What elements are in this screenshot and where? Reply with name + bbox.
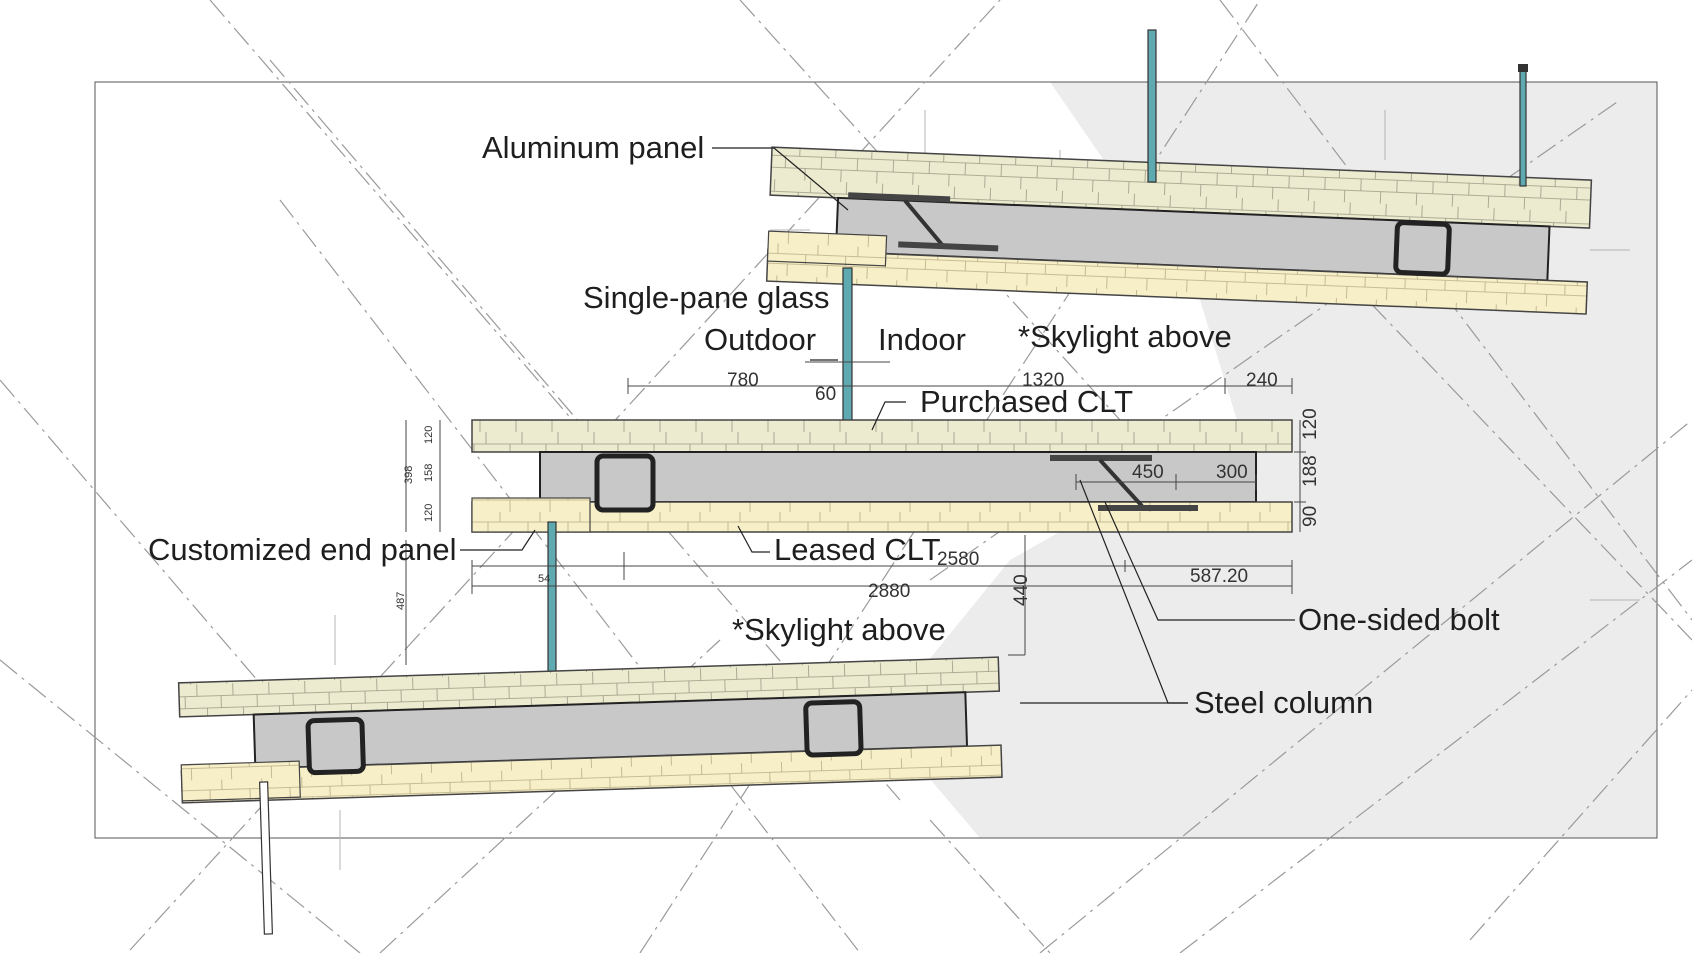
middle-unit [471, 419, 1293, 673]
dim-60: 60 [815, 384, 836, 405]
middle-unit-end-panel [471, 497, 591, 533]
label-one-sided-bolt: One-sided bolt [1298, 602, 1500, 637]
bottom-unit [177, 656, 1003, 804]
bottom-unit-steel-column-2 [803, 699, 864, 758]
top-unit-steel-column [1393, 220, 1452, 277]
middle-unit-steel-column [594, 453, 656, 513]
label-indoor: Indoor [878, 322, 966, 357]
dim-398: 398 [403, 466, 415, 484]
label-skylight-above-2: *Skylight above [732, 612, 946, 647]
top-unit-end-panel [766, 230, 888, 267]
dim-120-left-top: 120 [423, 426, 435, 444]
label-aluminum-panel: Aluminum panel [482, 130, 704, 165]
dim-2580: 2580 [937, 549, 979, 570]
top-unit [765, 146, 1593, 315]
label-purchased-clt: Purchased CLT [920, 384, 1133, 419]
label-steel-column: Steel column [1194, 685, 1373, 720]
dim-300: 300 [1216, 462, 1248, 483]
top-unit-aluminum-panel [848, 192, 951, 203]
dim-120-right: 120 [1300, 408, 1321, 440]
dim-90: 90 [1300, 506, 1321, 527]
dim-450: 450 [1132, 462, 1164, 483]
dim-240: 240 [1246, 370, 1278, 391]
bottom-unit-steel-column-1 [305, 716, 366, 776]
label-skylight-above-1: *Skylight above [1018, 319, 1232, 354]
top-unit-bottom-clt [765, 248, 1589, 315]
middle-unit-top-clt [471, 419, 1293, 453]
dim-1320: 1320 [1022, 370, 1064, 391]
dimension-text: 780 1320 240 60 450 300 2580 587.20 2880… [395, 370, 1321, 610]
dim-2880: 2880 [868, 581, 910, 602]
dim-188: 188 [1300, 455, 1321, 487]
labels: Aluminum panel Single-pane glass Outdoor… [148, 130, 1500, 720]
bottom-unit-end-panel [180, 760, 301, 802]
dimension-lines [405, 361, 1306, 665]
label-outdoor: Outdoor [704, 322, 816, 357]
dim-54: 54 [538, 573, 550, 585]
bottom-unit-glass [258, 781, 274, 935]
dim-487: 487 [395, 592, 407, 610]
dim-120-left-bottom: 120 [423, 504, 435, 522]
label-customized-end-panel: Customized end panel [148, 532, 456, 567]
dim-158: 158 [423, 464, 435, 482]
label-single-pane-glass: Single-pane glass [583, 280, 829, 315]
leader-lines [460, 147, 1295, 704]
dim-587: 587.20 [1190, 566, 1248, 587]
dim-440: 440 [1011, 574, 1032, 606]
dim-780: 780 [727, 370, 759, 391]
label-leased-clt: Leased CLT [774, 532, 941, 567]
